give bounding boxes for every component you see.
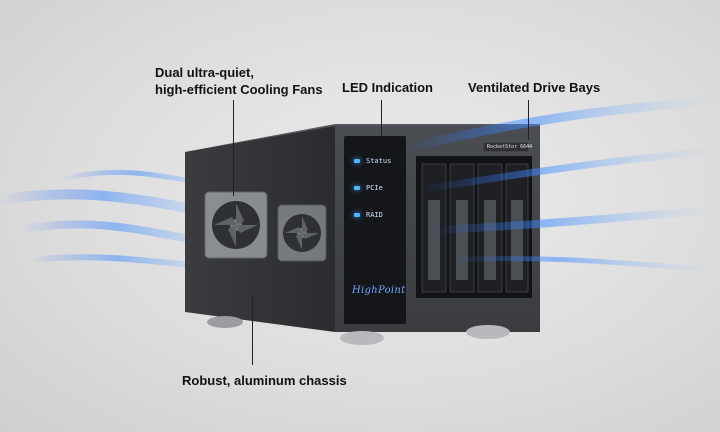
raid-led-icon bbox=[354, 213, 360, 217]
callout-fans-line1: Dual ultra-quiet, bbox=[155, 65, 254, 80]
foot-rear-left bbox=[207, 316, 243, 328]
leader-line-bays bbox=[528, 100, 529, 140]
model-plate bbox=[482, 141, 530, 153]
leader-line-led bbox=[381, 100, 382, 136]
led-panel bbox=[344, 136, 406, 324]
callout-led-indication: LED Indication bbox=[342, 80, 433, 95]
callout-cooling-fans: Dual ultra-quiet, high-efficient Cooling… bbox=[155, 64, 323, 98]
leader-line-fans bbox=[233, 100, 234, 196]
callout-drive-bays: Ventilated Drive Bays bbox=[468, 80, 601, 95]
foot-front-right bbox=[466, 325, 510, 339]
status-led-icon bbox=[354, 159, 360, 163]
callout-fans-line2: high-efficient Cooling Fans bbox=[155, 82, 323, 97]
led-label-raid: RAID bbox=[366, 211, 383, 219]
foot-front-left bbox=[340, 331, 384, 345]
cooling-fan-1-icon bbox=[204, 191, 268, 259]
cooling-fan-2-icon bbox=[277, 204, 327, 262]
brand-logo: HighPoint bbox=[352, 285, 406, 296]
callout-chassis: Robust, aluminum chassis bbox=[182, 373, 347, 388]
pcie-led-icon bbox=[354, 186, 360, 190]
led-label-status: Status bbox=[366, 157, 392, 165]
model-plate-text: RocketStor 6644 bbox=[487, 144, 533, 150]
airflow-streaks-right bbox=[398, 95, 720, 273]
led-label-pcie: PCIe bbox=[366, 184, 383, 192]
leader-line-chassis bbox=[252, 295, 253, 365]
